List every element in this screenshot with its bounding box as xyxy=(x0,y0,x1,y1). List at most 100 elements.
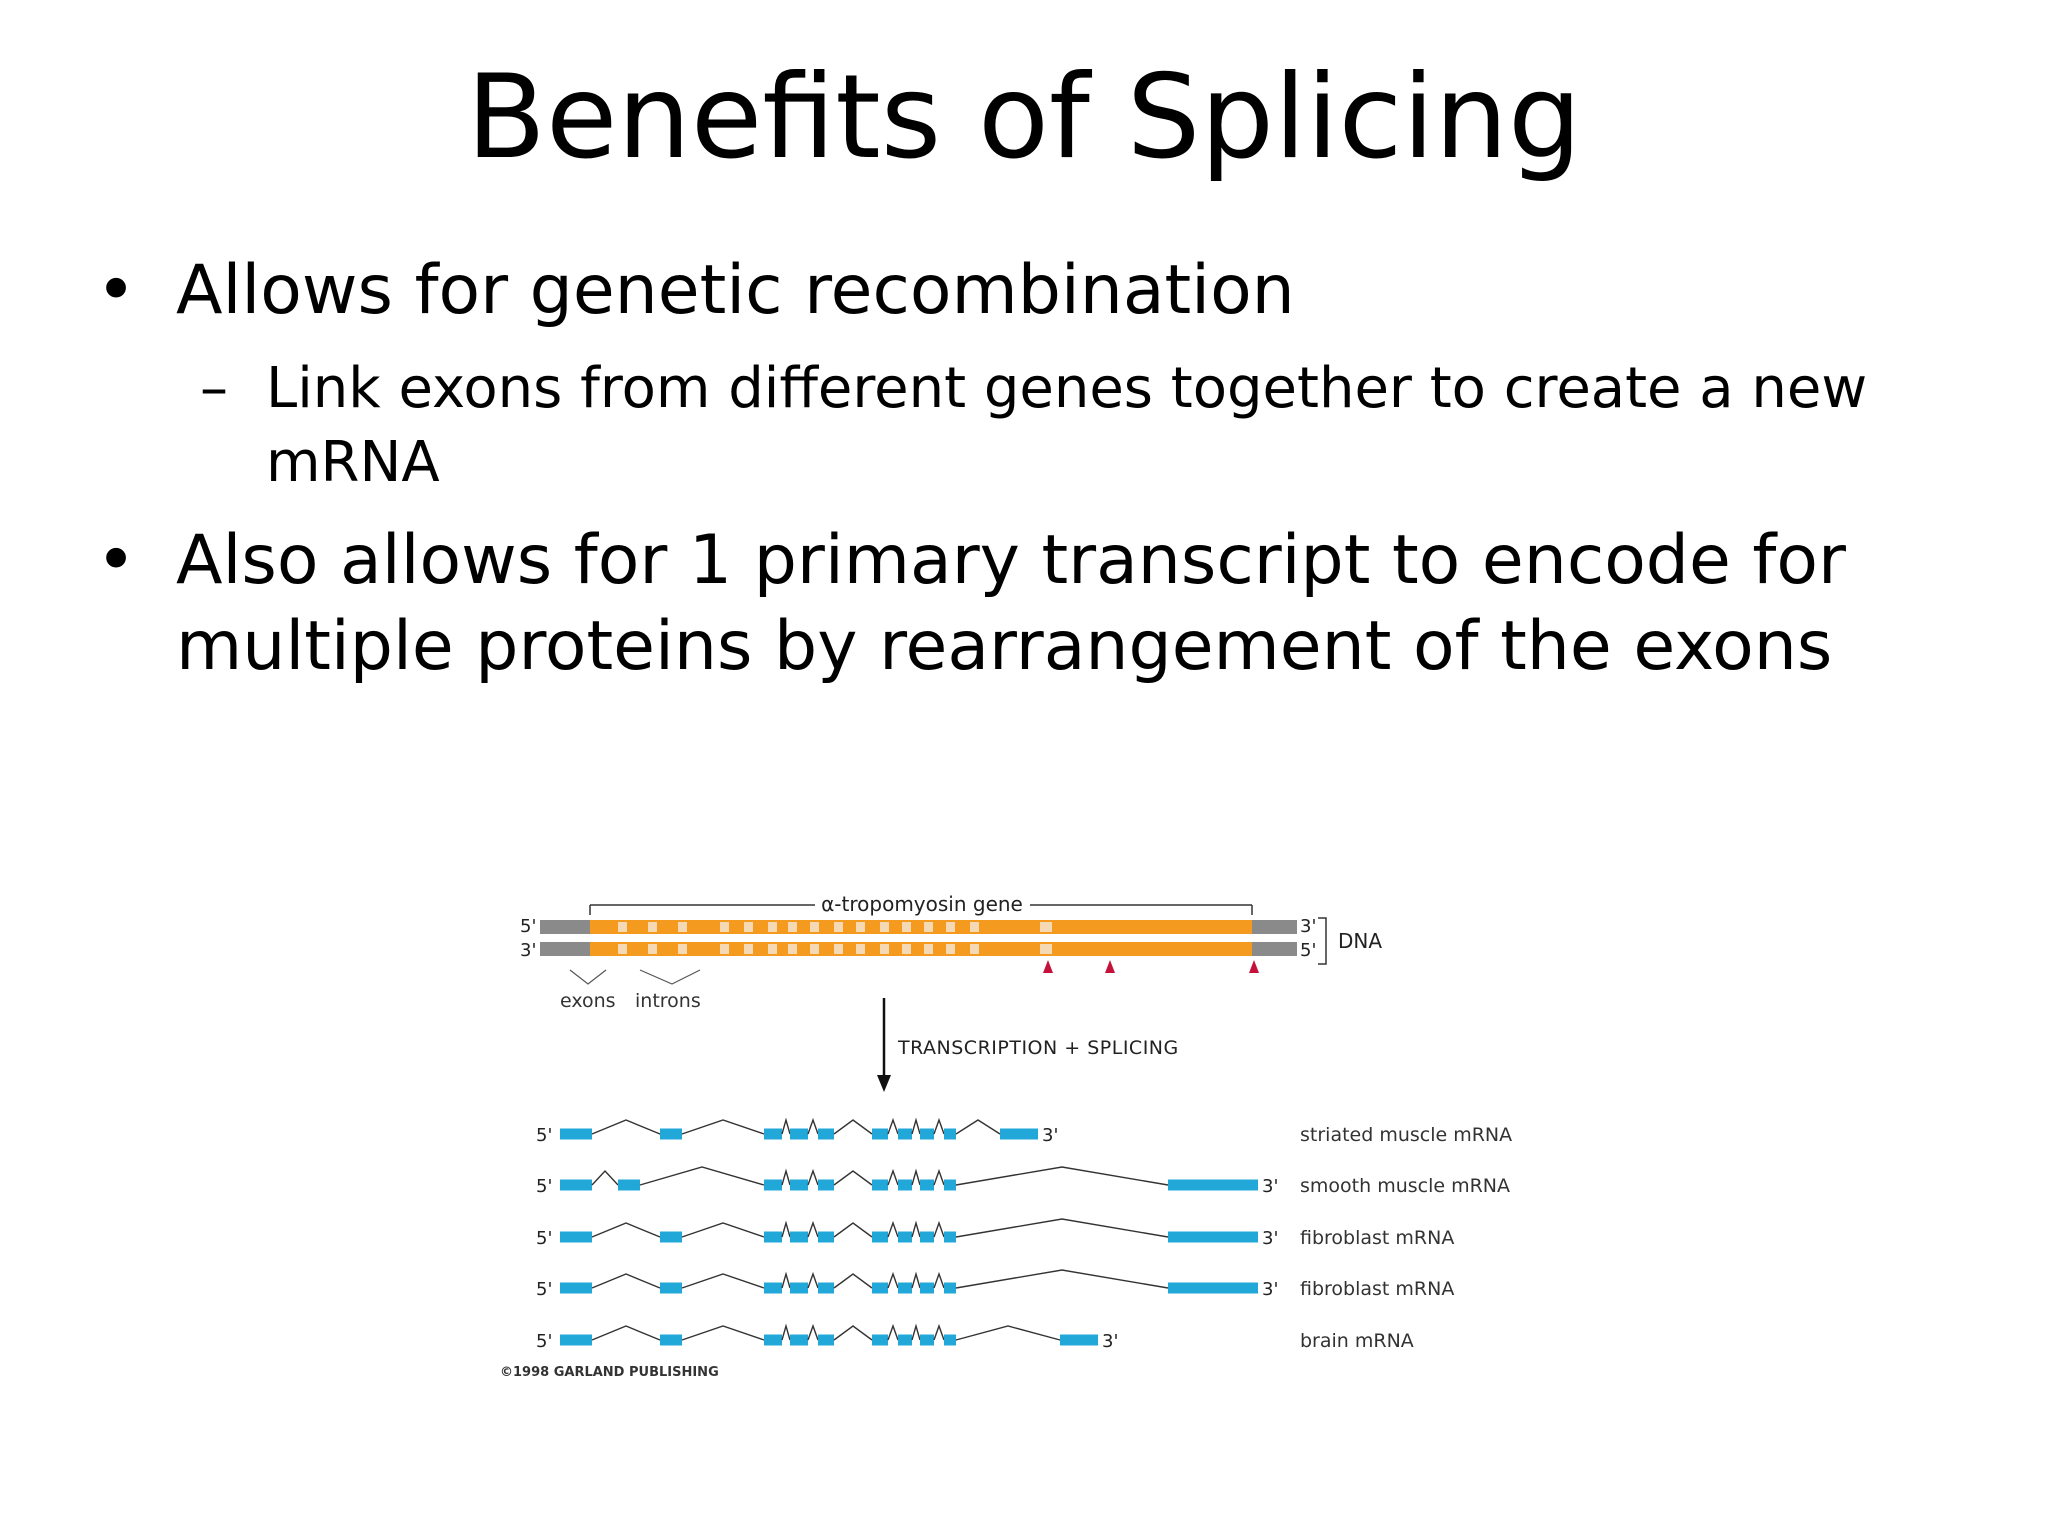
intron-mark xyxy=(1040,922,1052,932)
dna-flank-left xyxy=(540,942,590,956)
exon-block xyxy=(872,1334,888,1346)
bullet-2-text: Also allows for 1 primary transcript to … xyxy=(176,521,1846,686)
exon-block xyxy=(660,1128,682,1140)
polyadenylation-marker xyxy=(1249,960,1259,973)
intron-splice-line xyxy=(591,1325,661,1341)
intron-splice-line xyxy=(887,1271,899,1289)
exon-block xyxy=(944,1231,956,1243)
introns-callout xyxy=(639,969,701,985)
exon-block xyxy=(560,1179,592,1191)
exon-block xyxy=(872,1231,888,1243)
exon-block xyxy=(660,1282,682,1294)
dna-flank-left xyxy=(540,920,590,934)
mrna-3prime: 3' xyxy=(1042,1125,1058,1146)
intron-mark xyxy=(970,922,979,932)
intron-mark xyxy=(810,922,819,932)
intron-splice-line xyxy=(833,1222,873,1238)
exon-block xyxy=(872,1282,888,1294)
intron-mark xyxy=(970,944,979,954)
intron-mark xyxy=(1040,944,1052,954)
exon-block xyxy=(764,1282,782,1294)
intron-mark xyxy=(810,944,819,954)
intron-mark xyxy=(648,944,657,954)
intron-splice-line xyxy=(807,1323,819,1341)
exon-block xyxy=(944,1282,956,1294)
intron-mark xyxy=(834,944,843,954)
splicing-diagram: α-tropomyosin gene 5' 3' 3' 5' DNA exons… xyxy=(500,892,1512,1380)
dna-flank-right xyxy=(1252,920,1297,934)
mrna-3prime: 3' xyxy=(1262,1279,1278,1300)
exon-block xyxy=(920,1282,934,1294)
dna-bracket xyxy=(1318,917,1327,965)
exon-block xyxy=(1168,1231,1258,1243)
intron-splice-line xyxy=(807,1271,819,1289)
intron-mark xyxy=(902,922,911,932)
exon-block xyxy=(764,1231,782,1243)
exon-block xyxy=(898,1231,912,1243)
intron-mark xyxy=(788,944,797,954)
exon-block xyxy=(660,1231,682,1243)
intron-mark xyxy=(744,922,753,932)
exon-block xyxy=(818,1334,834,1346)
intron-splice-line xyxy=(681,1325,765,1341)
mrna-5prime: 5' xyxy=(536,1176,552,1197)
mrna-label: fibroblast mRNA xyxy=(1300,1227,1454,1249)
intron-splice-line xyxy=(955,1166,1169,1186)
mrna-5prime: 5' xyxy=(536,1331,552,1352)
intron-splice-line xyxy=(807,1168,819,1186)
intron-splice-line xyxy=(933,1220,945,1238)
exon-block xyxy=(1168,1179,1258,1191)
intron-mark xyxy=(648,922,657,932)
intron-mark xyxy=(618,944,627,954)
intron-mark xyxy=(946,944,955,954)
intron-mark xyxy=(902,944,911,954)
exon-block xyxy=(872,1128,888,1140)
intron-splice-line xyxy=(807,1220,819,1238)
sub-bullet-marker: – xyxy=(200,356,228,421)
introns-label: introns xyxy=(635,990,701,1012)
dna-5prime-top: 5' xyxy=(520,916,536,937)
intron-splice-line xyxy=(781,1220,791,1238)
intron-splice-line xyxy=(781,1271,791,1289)
exon-block xyxy=(790,1179,808,1191)
intron-splice-line xyxy=(955,1119,1001,1135)
intron-splice-line xyxy=(887,1117,899,1135)
exon-block xyxy=(944,1334,956,1346)
dna-3prime-top: 3' xyxy=(1300,916,1316,937)
slide-title: Benefits of Splicing xyxy=(466,50,1582,185)
dna-gene-region xyxy=(590,942,1252,956)
process-arrow-head xyxy=(877,1075,891,1092)
mrna-label: brain mRNA xyxy=(1300,1330,1414,1352)
intron-splice-line xyxy=(591,1273,661,1289)
mrna-label: striated muscle mRNA xyxy=(1300,1124,1512,1146)
intron-splice-line xyxy=(681,1119,765,1135)
intron-splice-line xyxy=(955,1325,1061,1341)
exon-block xyxy=(920,1231,934,1243)
mrna-3prime: 3' xyxy=(1262,1176,1278,1197)
intron-mark xyxy=(880,922,889,932)
intron-splice-line xyxy=(591,1119,661,1135)
exon-block xyxy=(560,1128,592,1140)
intron-splice-line xyxy=(781,1168,791,1186)
exon-block xyxy=(872,1179,888,1191)
mrna-row-2: 5'3'smooth muscle mRNA xyxy=(536,1166,1510,1197)
intron-splice-line xyxy=(807,1117,819,1135)
intron-splice-line xyxy=(591,1169,619,1186)
intron-splice-line xyxy=(933,1271,945,1289)
intron-mark xyxy=(946,922,955,932)
intron-splice-line xyxy=(933,1323,945,1341)
bullet-marker: • xyxy=(96,521,137,600)
intron-mark xyxy=(768,922,777,932)
mrna-3prime: 3' xyxy=(1262,1228,1278,1249)
intron-splice-line xyxy=(887,1220,899,1238)
intron-splice-line xyxy=(681,1273,765,1289)
exon-block xyxy=(764,1334,782,1346)
polyadenylation-marker xyxy=(1105,960,1115,973)
process-label: TRANSCRIPTION + SPLICING xyxy=(897,1037,1179,1059)
intron-mark xyxy=(720,944,729,954)
bullet-1-text: Allows for genetic recombination xyxy=(176,251,1295,330)
intron-splice-line xyxy=(955,1269,1169,1289)
intron-mark xyxy=(924,944,933,954)
intron-splice-line xyxy=(781,1117,791,1135)
intron-splice-line xyxy=(887,1323,899,1341)
